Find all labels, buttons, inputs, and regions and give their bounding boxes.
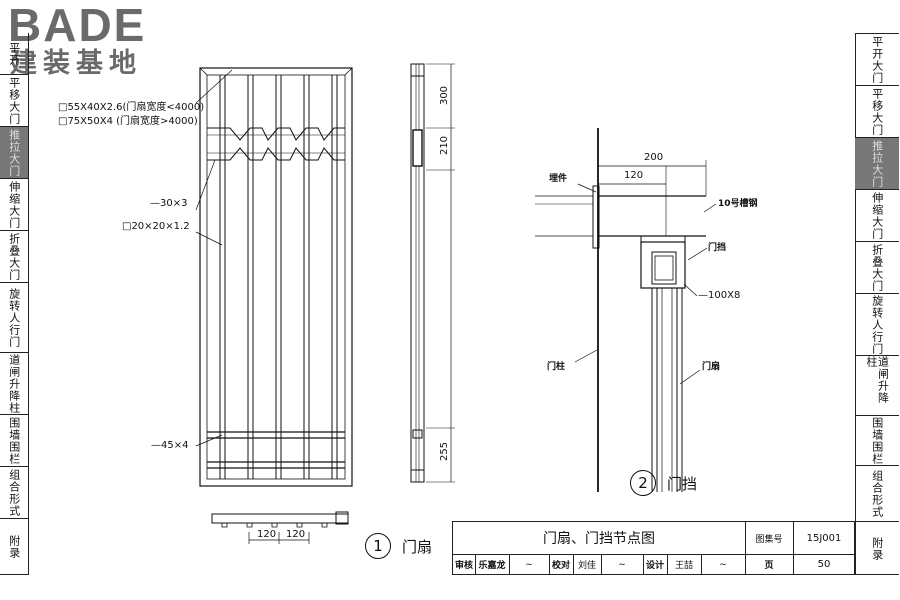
- right-tab-label: 平开大门: [870, 35, 884, 84]
- label-frame-b: □75X50X4 (门扇宽度>4000): [58, 116, 198, 127]
- left-tab-label: 推拉大门: [7, 128, 21, 177]
- left-tab-3[interactable]: 推拉大门: [0, 127, 28, 179]
- embed-plate: [592, 185, 600, 249]
- left-tab-6[interactable]: 旋转人行门: [0, 283, 28, 353]
- detail-2-caption: 门挡: [667, 475, 698, 493]
- designer-signature: ~: [701, 554, 746, 575]
- title-block: 门扇、门挡节点图 图集号 15J001 审核 乐嘉龙 ~ 校对 刘佳 ~ 设计 …: [452, 521, 855, 575]
- left-tab-4[interactable]: 伸缩大门: [0, 179, 28, 231]
- decorative-band: [207, 127, 345, 161]
- left-tab-label: 伸缩大门: [7, 180, 21, 229]
- label-flat-45x4: —45×4: [151, 440, 189, 451]
- left-tab-label: 道闸升降柱: [7, 353, 21, 414]
- label-plate: —100X8: [698, 290, 741, 301]
- left-tab-label: 平开: [7, 41, 21, 66]
- checker-signature: ~: [601, 554, 644, 575]
- right-tab-4[interactable]: 伸缩大门: [855, 190, 899, 242]
- label-post: 门柱: [547, 362, 566, 372]
- reviewer-name: 乐嘉龙: [475, 554, 510, 575]
- side-section: [410, 63, 425, 483]
- detail-1-caption: 门扇: [402, 538, 433, 556]
- right-tab-label: 推拉大门: [870, 139, 884, 188]
- label-frame-a: □55X40X2.6(门扇宽度<4000): [58, 102, 205, 113]
- atlas-number: 15J001: [793, 522, 855, 555]
- dim-300: 300: [439, 85, 451, 106]
- left-tab-9[interactable]: 组合形式: [0, 467, 28, 519]
- dim-120: 120: [624, 170, 644, 181]
- right-tab-5[interactable]: 折叠大门: [855, 242, 899, 294]
- left-tab-label: 平移大门: [7, 76, 21, 125]
- left-tab-label: 组合形式: [7, 468, 21, 517]
- dim-255: 255: [439, 441, 451, 462]
- right-tab-label: 旋转人行门: [870, 294, 884, 355]
- left-tab-1[interactable]: 平开: [0, 33, 28, 75]
- right-tab-label: 平移大门: [870, 87, 884, 136]
- dim-200: 200: [644, 152, 664, 163]
- stop-assembly: [640, 241, 686, 289]
- right-tab-3[interactable]: 推拉大门: [855, 138, 899, 190]
- right-tab-10[interactable]: 附录: [855, 522, 899, 576]
- label-leaf: 门扇: [702, 362, 721, 372]
- label-embed: 埋件: [549, 174, 568, 184]
- right-tab-label: 围墙围栏: [870, 416, 884, 465]
- left-tab-7[interactable]: 道闸升降柱: [0, 353, 28, 415]
- brand-tagline: 建装基地: [10, 48, 142, 79]
- check-label: 校对: [549, 554, 574, 575]
- atlas-label: 图集号: [745, 522, 794, 555]
- left-tab-2[interactable]: 平移大门: [0, 75, 28, 127]
- review-label: 审核: [453, 554, 476, 575]
- right-tab-label: 附录: [870, 537, 884, 561]
- right-tab-6[interactable]: 旋转人行门: [855, 294, 899, 356]
- right-tab-9[interactable]: 组合形式: [855, 466, 899, 522]
- right-tab-label: 组合形式: [870, 469, 884, 518]
- left-tab-label: 附录: [7, 534, 21, 559]
- right-tab-label: 道闸升降柱: [865, 356, 890, 404]
- label-stop: 门挡: [708, 243, 727, 253]
- left-tab-10[interactable]: 附录: [0, 519, 28, 575]
- left-tab-label: 旋转人行门: [7, 287, 21, 348]
- left-tab-5[interactable]: 折叠大门: [0, 231, 28, 283]
- designer-name: 王喆: [667, 554, 702, 575]
- detail-2-marker: 2: [630, 470, 656, 496]
- left-tab-strip: 平开 平移大门 推拉大门 伸缩大门 折叠大门 旋转人行门 道闸升降柱 围墙围栏 …: [0, 33, 29, 575]
- brand-logo: BADE: [8, 0, 147, 51]
- leaf-outer-frame: [199, 67, 353, 487]
- right-tab-1[interactable]: 平开大门: [855, 34, 899, 86]
- right-tab-label: 伸缩大门: [870, 191, 884, 240]
- dim-210: 210: [439, 135, 451, 156]
- checker-name: 刘佳: [573, 554, 602, 575]
- left-tab-8[interactable]: 围墙围栏: [0, 415, 28, 467]
- drawing-title: 门扇、门挡节点图: [453, 522, 746, 555]
- detail-1-marker: 1: [365, 533, 391, 559]
- left-tab-label: 围墙围栏: [7, 416, 21, 465]
- right-tab-label: 折叠大门: [870, 243, 884, 292]
- label-channel: 10号槽钢: [718, 199, 758, 209]
- dim-120-b: 120: [286, 529, 306, 540]
- page-number: 50: [817, 559, 831, 570]
- left-tab-label: 折叠大门: [7, 232, 21, 281]
- bottom-plan-strip: [211, 513, 349, 524]
- right-tab-strip: 平开大门 平移大门 推拉大门 伸缩大门 折叠大门 旋转人行门 道闸升降柱 围墙围…: [855, 33, 899, 575]
- label-flat-30x3: —30×3: [150, 198, 188, 209]
- right-tab-8[interactable]: 围墙围栏: [855, 416, 899, 466]
- label-bar-20x20: □20×20×1.2: [122, 221, 190, 232]
- reviewer-signature: ~: [509, 554, 550, 575]
- right-tab-2[interactable]: 平移大门: [855, 86, 899, 138]
- design-label: 设计: [643, 554, 668, 575]
- page-label: 页: [745, 554, 794, 575]
- right-tab-7[interactable]: 道闸升降柱: [855, 356, 899, 416]
- dim-120-a: 120: [257, 529, 277, 540]
